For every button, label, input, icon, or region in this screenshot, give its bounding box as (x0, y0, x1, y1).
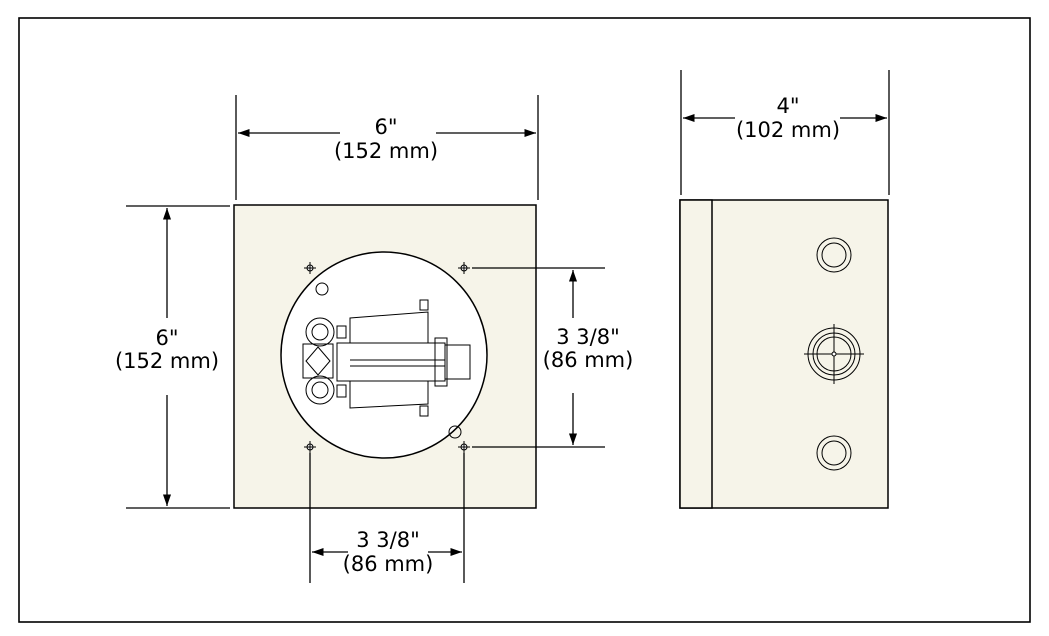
front-width-inches: 6" (374, 115, 397, 139)
hole-vertical-inches: 3 3/8" (556, 325, 620, 349)
dimension-front-height: 6" (152 mm) (115, 205, 230, 509)
mounting-hole-bottom-left (304, 441, 316, 453)
side-depth-mm: (102 mm) (736, 118, 840, 142)
knockout-top (816, 237, 852, 273)
dimension-front-width: 6" (152 mm) (235, 95, 539, 200)
mounting-hole-top-right (458, 262, 470, 274)
mechanism-assembly (302, 299, 471, 417)
drawing-border (18, 17, 1031, 623)
mounting-hole-top-left (304, 262, 316, 274)
knockout-bottom (816, 435, 852, 471)
mounting-plate (280, 251, 488, 459)
hole-horizontal-inches: 3 3/8" (356, 528, 420, 552)
mounting-hole-bottom-right (458, 441, 470, 453)
side-view: 4" (102 mm) (679, 70, 890, 509)
front-width-mm: (152 mm) (334, 139, 438, 163)
front-view: 6" (152 mm) 6" (152 mm) 3 3/8" (86 mm) (115, 95, 633, 583)
dimension-hole-horizontal: 3 3/8" (86 mm) (309, 453, 465, 583)
side-depth-inches: 4" (776, 94, 799, 118)
hole-vertical-mm: (86 mm) (543, 348, 634, 372)
hole-horizontal-mm: (86 mm) (343, 552, 434, 576)
keyhole-notch-bottom-right (448, 425, 462, 439)
side-cover-lip (679, 199, 713, 509)
dimension-hole-vertical: 3 3/8" (86 mm) (472, 267, 634, 448)
knockout-middle (804, 324, 864, 384)
front-height-mm: (152 mm) (115, 349, 219, 373)
keyhole-notch-top-left (315, 282, 329, 296)
dimension-side-depth: 4" (102 mm) (680, 70, 890, 195)
front-height-inches: 6" (155, 326, 178, 350)
